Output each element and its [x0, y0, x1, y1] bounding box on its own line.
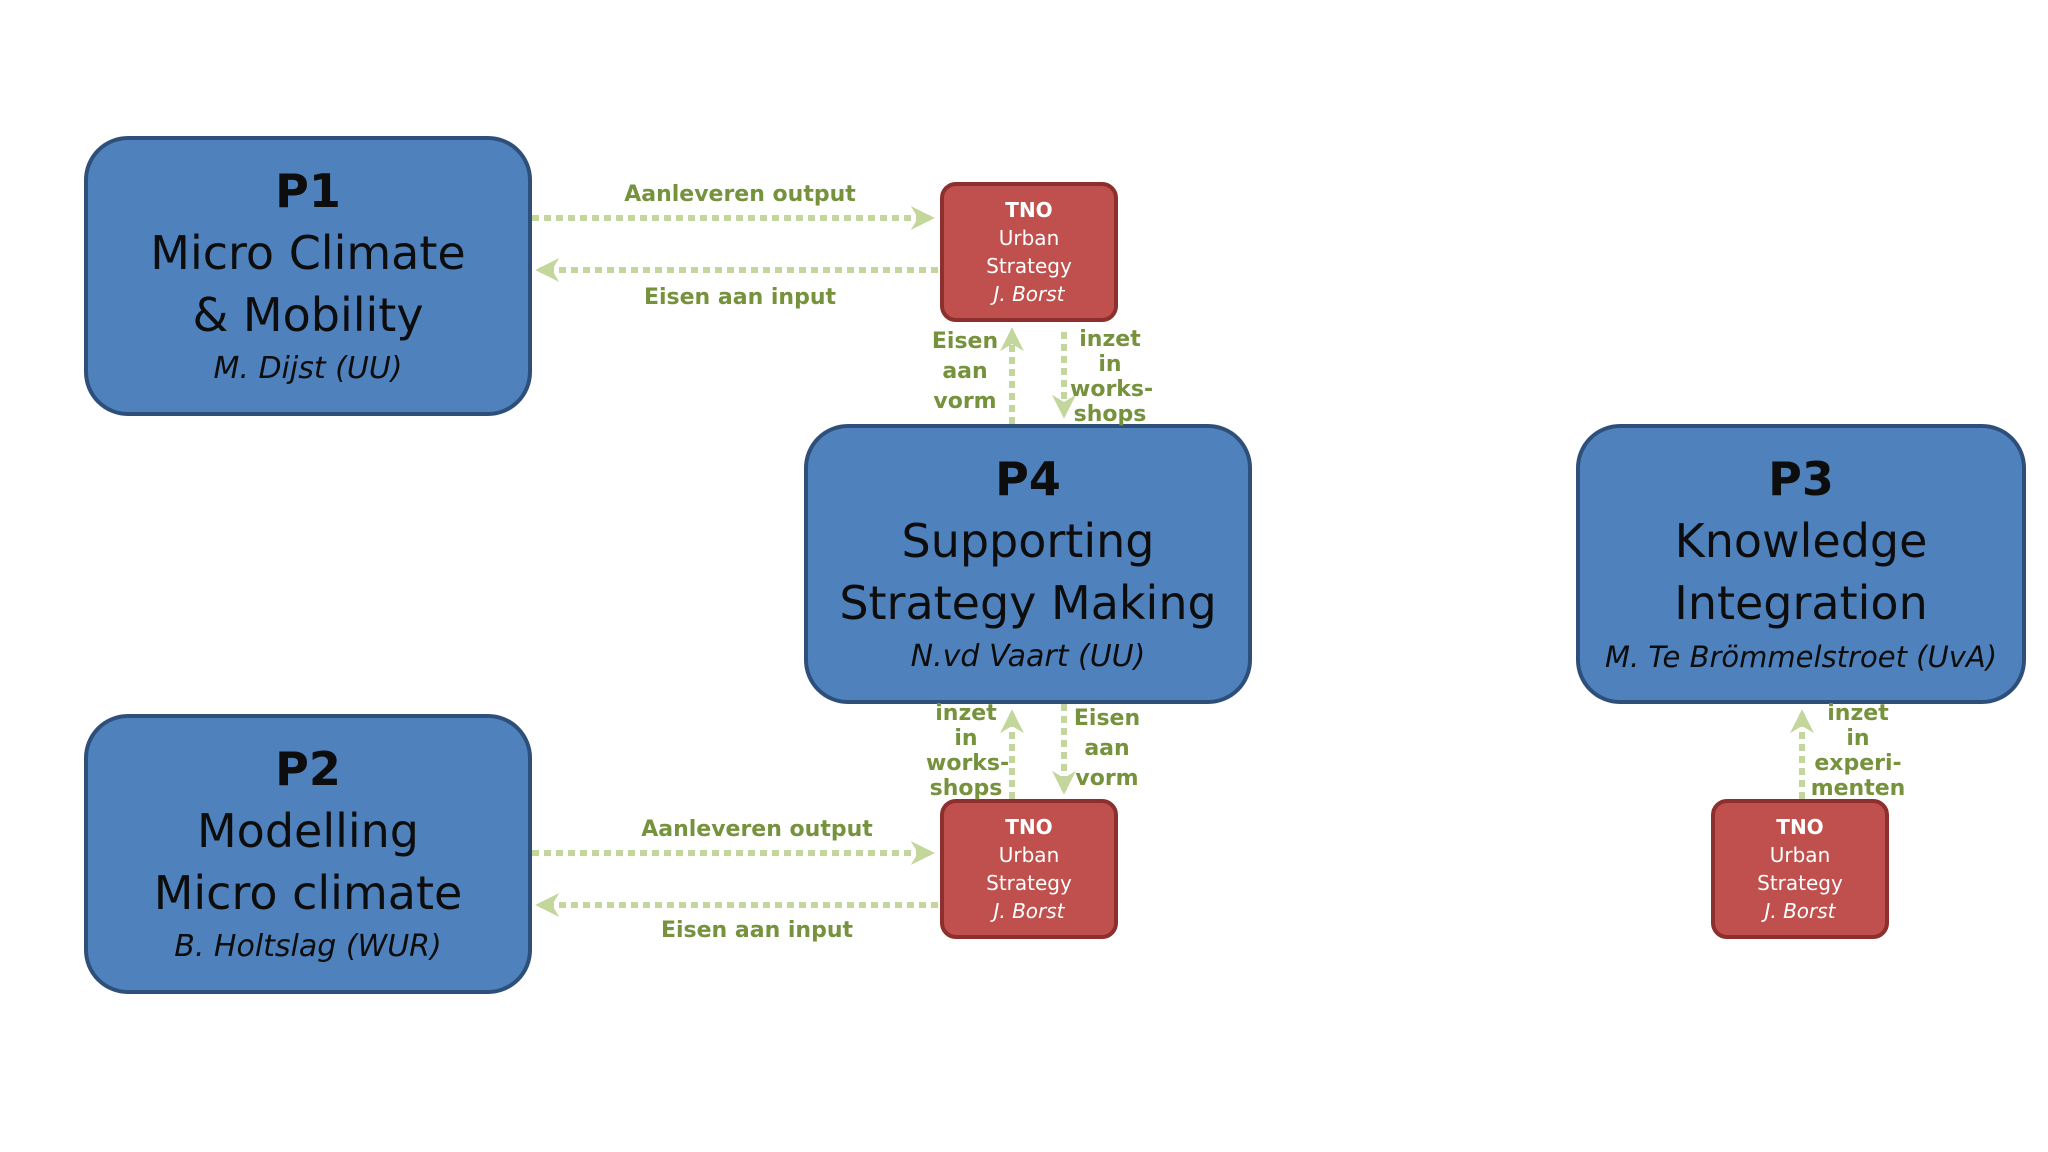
project-title-line: Strategy Making — [839, 576, 1217, 630]
project-title-line: Micro climate — [153, 866, 463, 920]
project-title-line: Integration — [1674, 576, 1928, 630]
project-id: P3 — [1768, 452, 1834, 506]
label-mid-right: Eisen aan vorm — [1068, 704, 1146, 794]
label-p1-input: Eisen aan input — [643, 285, 837, 310]
label-line: Eisen — [931, 329, 999, 354]
label-line: works- — [926, 751, 1010, 776]
label-line: shops — [929, 776, 1003, 801]
tno-box-middle: TNO Urban Strategy J. Borst — [940, 799, 1118, 939]
tno-org: TNO — [1005, 198, 1053, 222]
label-line: inzet — [935, 701, 997, 726]
project-title-line: Micro Climate — [150, 226, 466, 280]
label-line: vorm — [933, 389, 997, 414]
tno-line: Urban — [998, 226, 1060, 250]
label-line: in — [1098, 352, 1122, 377]
project-id: P2 — [275, 742, 341, 796]
label-p2-input: Eisen aan input — [660, 918, 854, 943]
label-line: in — [954, 726, 978, 751]
label-top-right: inzet in works- shops — [1070, 327, 1154, 427]
project-lead: B. Holtslag (WUR) — [174, 929, 442, 964]
project-id: P4 — [995, 452, 1061, 506]
tno-line: Strategy — [986, 254, 1072, 278]
project-box-p2: P2 Modelling Micro climate B. Holtslag (… — [84, 714, 532, 994]
label-line: inzet — [1827, 701, 1889, 726]
label-p3-link: inzet in experi- menten — [1808, 701, 1908, 801]
tno-person: J. Borst — [1764, 899, 1836, 923]
tno-box-right: TNO Urban Strategy J. Borst — [1711, 799, 1889, 939]
tno-line: Urban — [1769, 843, 1831, 867]
label-p1-output: Aanleveren output — [624, 182, 856, 207]
tno-line: Strategy — [986, 871, 1072, 895]
tno-person: J. Borst — [993, 899, 1065, 923]
label-line: aan — [1084, 736, 1130, 761]
project-lead: N.vd Vaart (UU) — [910, 639, 1146, 674]
project-lead: M. Dijst (UU) — [213, 351, 403, 386]
label-p2-output: Aanleveren output — [641, 817, 873, 842]
label-line: aan — [942, 359, 988, 384]
label-top-left: Eisen aan vorm — [926, 327, 1004, 417]
tno-line: Strategy — [1757, 871, 1843, 895]
tno-org: TNO — [1776, 815, 1824, 839]
project-title-line: Supporting — [901, 514, 1155, 568]
label-line: menten — [1810, 776, 1906, 801]
project-lead: M. Te Brömmelstroet (UvA) — [1604, 640, 1998, 674]
tno-box-top: TNO Urban Strategy J. Borst — [940, 182, 1118, 322]
label-line: experi- — [1814, 751, 1902, 776]
project-id: P1 — [275, 164, 341, 218]
label-line: Eisen — [1073, 706, 1141, 731]
project-title-line: & Mobility — [192, 288, 424, 342]
project-box-p1: P1 Micro Climate & Mobility M. Dijst (UU… — [84, 136, 532, 416]
project-title-line: Modelling — [196, 804, 420, 858]
tno-org: TNO — [1005, 815, 1053, 839]
tno-person: J. Borst — [993, 282, 1065, 306]
label-line: vorm — [1075, 766, 1139, 791]
label-line: shops — [1073, 402, 1147, 427]
project-box-p3: P3 Knowledge Integration M. Te Brömmelst… — [1576, 424, 2026, 704]
label-mid-left: inzet in works- shops — [926, 701, 1010, 801]
label-line: inzet — [1079, 327, 1141, 352]
project-title-line: Knowledge — [1674, 514, 1928, 568]
project-box-p4: P4 Supporting Strategy Making N.vd Vaart… — [804, 424, 1252, 704]
label-line: in — [1846, 726, 1870, 751]
tno-line: Urban — [998, 843, 1060, 867]
label-line: works- — [1070, 377, 1154, 402]
